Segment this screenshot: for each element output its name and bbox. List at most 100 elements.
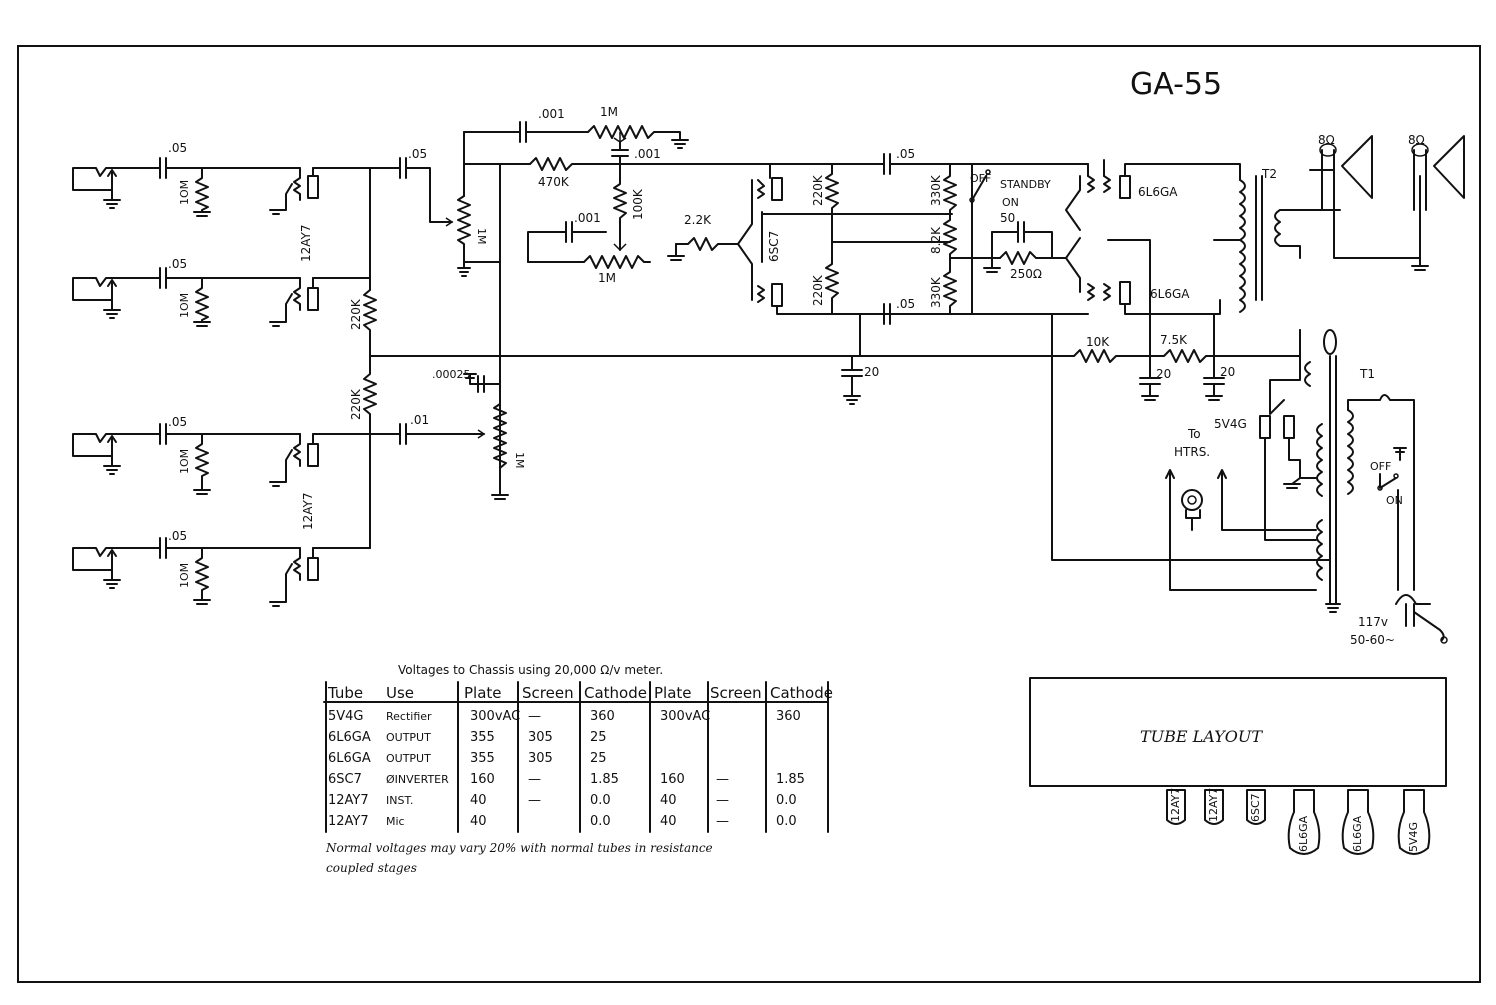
input-cap-4-label: .05 <box>168 529 187 543</box>
voltage-table-cell: 0.0 <box>590 814 611 829</box>
voltage-table-cell: 40 <box>470 814 487 829</box>
power-transformer-t1 <box>1269 329 1415 613</box>
mains-plug <box>1395 594 1448 644</box>
triode-2b <box>269 547 371 607</box>
grid-resistor-3-label: 1OM <box>178 449 191 474</box>
input-jack-3 <box>72 433 161 475</box>
tube-layout-tube-label: 5V4G <box>1407 822 1420 852</box>
cap-pi-bot-label: .05 <box>896 297 915 311</box>
voltage-table-cell: 0.0 <box>776 814 797 829</box>
triode-1a <box>269 167 371 215</box>
input-cap-2 <box>159 267 301 289</box>
speaker-1 <box>1319 135 1373 211</box>
triode-1b <box>269 277 371 327</box>
pilot-lamp <box>1181 489 1203 531</box>
triode-2a <box>269 433 401 487</box>
mixer-bus-upper <box>363 157 454 357</box>
power-off-label: OFF <box>1370 460 1391 473</box>
voltage-table-header: Plate <box>654 684 692 702</box>
speaker-1-label: 8Ω <box>1318 133 1335 147</box>
resistor-8.2k-label: 8.2K <box>929 226 943 254</box>
grid-resistor-2-label: 1OM <box>178 293 191 318</box>
tube-layout-tube-label: 12AY7 <box>1169 788 1182 822</box>
voltage-table-cell: — <box>528 772 541 787</box>
resistor-2.2k-label: 2.2K <box>684 213 712 227</box>
voltage-table-cell: 6SC7 <box>328 772 362 787</box>
tube-layout-tube: 6L6GA <box>1287 789 1321 855</box>
voltage-table-caption: Voltages to Chassis using 20,000 Ω/v met… <box>398 663 663 677</box>
voltage-table-cell: 355 <box>470 730 495 745</box>
tone-cap-bot-label: .001 <box>574 211 601 225</box>
cap-pi-top-label: .05 <box>896 147 915 161</box>
voltage-table-cell: OUTPUT <box>386 752 431 765</box>
voltage-table-cell: 305 <box>528 730 553 745</box>
cap-20c-label: 20 <box>1220 365 1235 379</box>
speaker-2-label: 8Ω <box>1408 133 1425 147</box>
resistor-330k-b-label: 330K <box>929 276 943 308</box>
voltage-table-cell: — <box>716 793 729 808</box>
input-cap-2-label: .05 <box>168 257 187 271</box>
output-tube-a <box>1065 159 1241 231</box>
cap-20b-label: 20 <box>1156 367 1171 381</box>
voltage-note-line-1: Normal voltages may vary 20% with normal… <box>325 841 713 855</box>
voltage-table-header: Cathode <box>584 684 647 702</box>
tone-pot-bot-label: 1M <box>598 271 616 285</box>
voltage-table-cell: 0.0 <box>590 793 611 808</box>
grid-resistor-2 <box>193 277 211 327</box>
voltage-table-cell: ØINVERTER <box>386 773 449 786</box>
voltage-table: Voltages to Chassis using 20,000 Ω/v met… <box>323 663 833 875</box>
voltage-table-cell: 12AY7 <box>328 793 369 808</box>
voltage-table-header: Use <box>386 684 414 702</box>
tube-layout-tube-label: 12AY7 <box>1207 788 1220 822</box>
schematic-title: GA-55 <box>1130 67 1222 102</box>
tone-network <box>463 121 689 269</box>
voltage-table-cell: — <box>528 793 541 808</box>
tone-cap-mid-label: .001 <box>634 147 661 161</box>
filter-chain <box>841 313 1331 561</box>
cap-20a-label: 20 <box>864 365 879 379</box>
tone-cap-top-label: .001 <box>538 107 565 121</box>
voltage-table-cell: 1.85 <box>590 772 619 787</box>
voltage-table-header: Tube <box>327 684 363 702</box>
tube-5v4g-label: 5V4G <box>1214 417 1247 431</box>
voltage-note-line-2: coupled stages <box>326 861 417 875</box>
output-tube-b <box>1065 237 1221 315</box>
mixer-bus-lower <box>363 355 486 549</box>
standby-label: STANDBY <box>1000 178 1051 191</box>
voltage-table-cell: OUTPUT <box>386 731 431 744</box>
tube-6l6-a-label: 6L6GA <box>1138 185 1178 199</box>
grid-resistor-1 <box>193 167 211 217</box>
mixer-resistor-1-label: 220K <box>349 298 363 330</box>
voltage-table-cell: 160 <box>660 772 685 787</box>
voltage-table-cell: — <box>716 814 729 829</box>
tube-6sc7-label: 6SC7 <box>767 231 781 262</box>
voltage-table-cell: 0.0 <box>776 793 797 808</box>
voltage-table-cell: 355 <box>470 751 495 766</box>
power-on-label: ON <box>1386 494 1403 507</box>
voltage-table-header: Plate <box>464 684 502 702</box>
tube-v1-label: 12AY7 <box>299 224 313 262</box>
voltage-table-cell: 40 <box>660 814 677 829</box>
voltage-table-cell: 1.85 <box>776 772 805 787</box>
voltage-table-cell: 300vAC <box>470 709 520 724</box>
voltage-table-cell: 25 <box>590 751 607 766</box>
tube-layout-tube: 12AY7 <box>1204 788 1224 825</box>
tube-layout-tube: 6L6GA <box>1341 789 1375 855</box>
voltage-table-cell: 6L6GA <box>328 751 371 766</box>
resistor-250-label: 250Ω <box>1010 267 1042 281</box>
voltage-table-cell: 25 <box>590 730 607 745</box>
voltage-table-cell: — <box>528 709 541 724</box>
voltage-table-header: Cathode <box>770 684 833 702</box>
tube-layout-chassis <box>1029 677 1447 787</box>
cathode-network <box>983 221 1067 273</box>
resistor-7.5k-label: 7.5K <box>1160 333 1188 347</box>
standby-switch <box>969 163 991 315</box>
grid-resistor-4-label: 1OM <box>178 563 191 588</box>
t2-label: T2 <box>1261 167 1277 181</box>
